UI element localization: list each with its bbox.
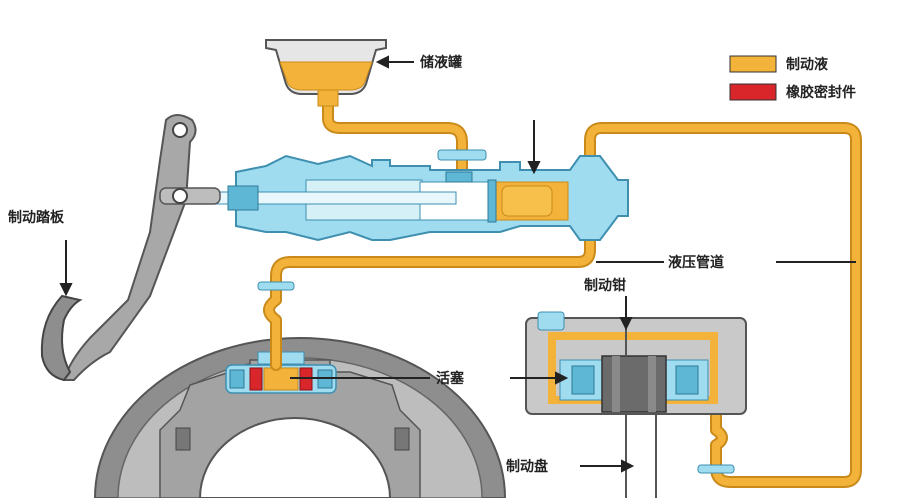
legend-label-fluid: 制动液 xyxy=(786,56,829,73)
legend-label-seal: 橡胶密封件 xyxy=(786,84,856,101)
master-cylinder xyxy=(185,154,629,242)
legend: 制动液 橡胶密封件 xyxy=(729,55,856,101)
label-hydraulic-line: 液压管道 xyxy=(668,254,724,271)
label-brake-caliper: 制动钳 xyxy=(584,277,626,294)
legend-swatch-seal xyxy=(729,83,777,101)
label-piston: 活塞 xyxy=(436,370,465,387)
legend-swatch-fluid xyxy=(729,55,777,73)
hydraulic-pipes xyxy=(263,84,862,488)
label-reservoir: 储液罐 xyxy=(419,54,462,71)
brake-pedal xyxy=(40,114,221,382)
label-brake-disc: 制动盘 xyxy=(506,458,548,475)
reservoir xyxy=(265,39,387,107)
annotation-lines xyxy=(59,55,856,473)
label-brake-pedal: 制动踏板 xyxy=(8,209,65,226)
pipe-fittings xyxy=(257,149,735,474)
